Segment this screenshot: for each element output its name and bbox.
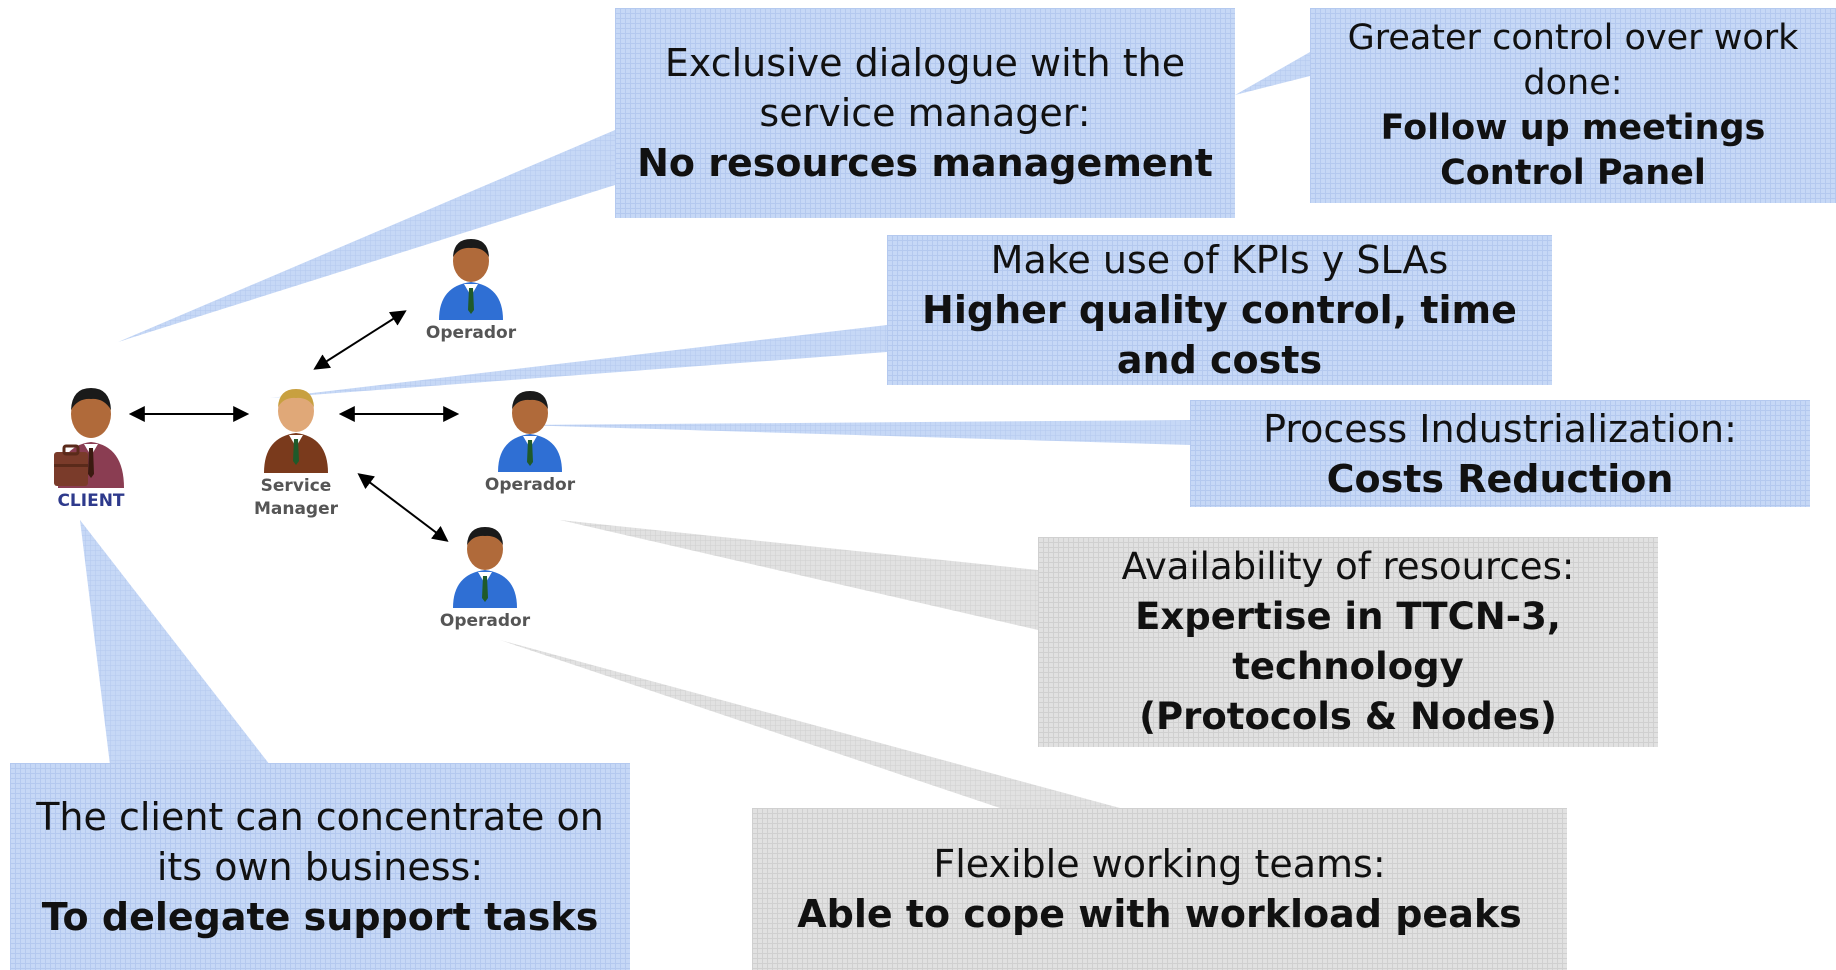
callout-greater-control: Greater control over work done: Follow u… <box>1310 8 1836 203</box>
callout-text: Make use of KPIs y SLAs <box>990 238 1449 282</box>
operador-person-icon <box>453 527 517 608</box>
operador-top-node: Operador <box>421 236 521 345</box>
operador-person-icon <box>498 391 562 472</box>
callout-text: Exclusive dialogue with the <box>664 41 1186 85</box>
service-manager-label-line2: Manager <box>253 499 339 519</box>
callout-text: done: <box>1523 62 1623 103</box>
operador-middle-node: Operador <box>480 388 580 497</box>
callout-highlight: and costs <box>1116 338 1323 382</box>
callout-text: its own business: <box>156 844 484 889</box>
callout-highlight: Control Panel <box>1440 152 1706 193</box>
operador-bottom-node: Operador <box>435 524 535 633</box>
callout-text: Flexible working teams: <box>933 842 1386 886</box>
callout-highlight: technology <box>1232 645 1464 688</box>
callout-exclusive-dialogue: Exclusive dialogue with the service mana… <box>615 8 1235 218</box>
callout-text: service manager: <box>759 91 1091 135</box>
callout-text: Greater control over work <box>1347 17 1799 58</box>
wedge-availability <box>560 520 1038 630</box>
operador-person-icon <box>439 239 503 320</box>
client-person-icon <box>54 388 124 488</box>
client-node: CLIENT <box>36 380 146 513</box>
callout-highlight: Able to cope with workload peaks <box>797 892 1522 936</box>
callout-flexible: Flexible working teams: Able to cope wit… <box>752 808 1567 970</box>
arrow-manager-operador-top <box>313 310 407 370</box>
callout-highlight: (Protocols & Nodes) <box>1139 695 1557 738</box>
service-manager-label-line1: Service <box>260 476 332 496</box>
callout-availability: Availability of resources: Expertise in … <box>1038 537 1658 747</box>
arrow-manager-operador-bottom <box>357 473 449 542</box>
wedge-greater-control <box>1235 52 1310 95</box>
callout-industrialization: Process Industrialization: Costs Reducti… <box>1190 400 1810 507</box>
callout-highlight: No resources management <box>637 141 1213 185</box>
wedge-exclusive-dialogue <box>118 130 615 342</box>
callout-client-focus: The client can concentrate on its own bu… <box>10 763 630 970</box>
callout-highlight: Expertise in TTCN-3, <box>1135 595 1561 638</box>
wedge-industrialization <box>520 420 1190 445</box>
operador-bottom-label: Operador <box>439 611 531 631</box>
wedge-client-focus <box>80 520 270 765</box>
callout-highlight: To delegate support tasks <box>41 894 599 939</box>
callout-kpis: Make use of KPIs y SLAs Higher quality c… <box>887 235 1552 385</box>
callout-highlight: Higher quality control, time <box>922 288 1517 332</box>
callout-highlight: Follow up meetings <box>1380 107 1766 148</box>
callout-highlight: Costs Reduction <box>1326 456 1674 501</box>
service-manager-person-icon <box>264 389 328 473</box>
wedge-flexible <box>500 640 1120 808</box>
operador-middle-label: Operador <box>484 475 576 495</box>
wedge-kpis <box>270 325 887 398</box>
service-manager-node: Service Manager <box>246 385 346 521</box>
callout-text: The client can concentrate on <box>36 794 604 839</box>
callout-text: Availability of resources: <box>1121 545 1575 588</box>
operador-top-label: Operador <box>425 323 517 343</box>
client-label: CLIENT <box>57 491 125 511</box>
callout-text: Process Industrialization: <box>1263 406 1737 451</box>
